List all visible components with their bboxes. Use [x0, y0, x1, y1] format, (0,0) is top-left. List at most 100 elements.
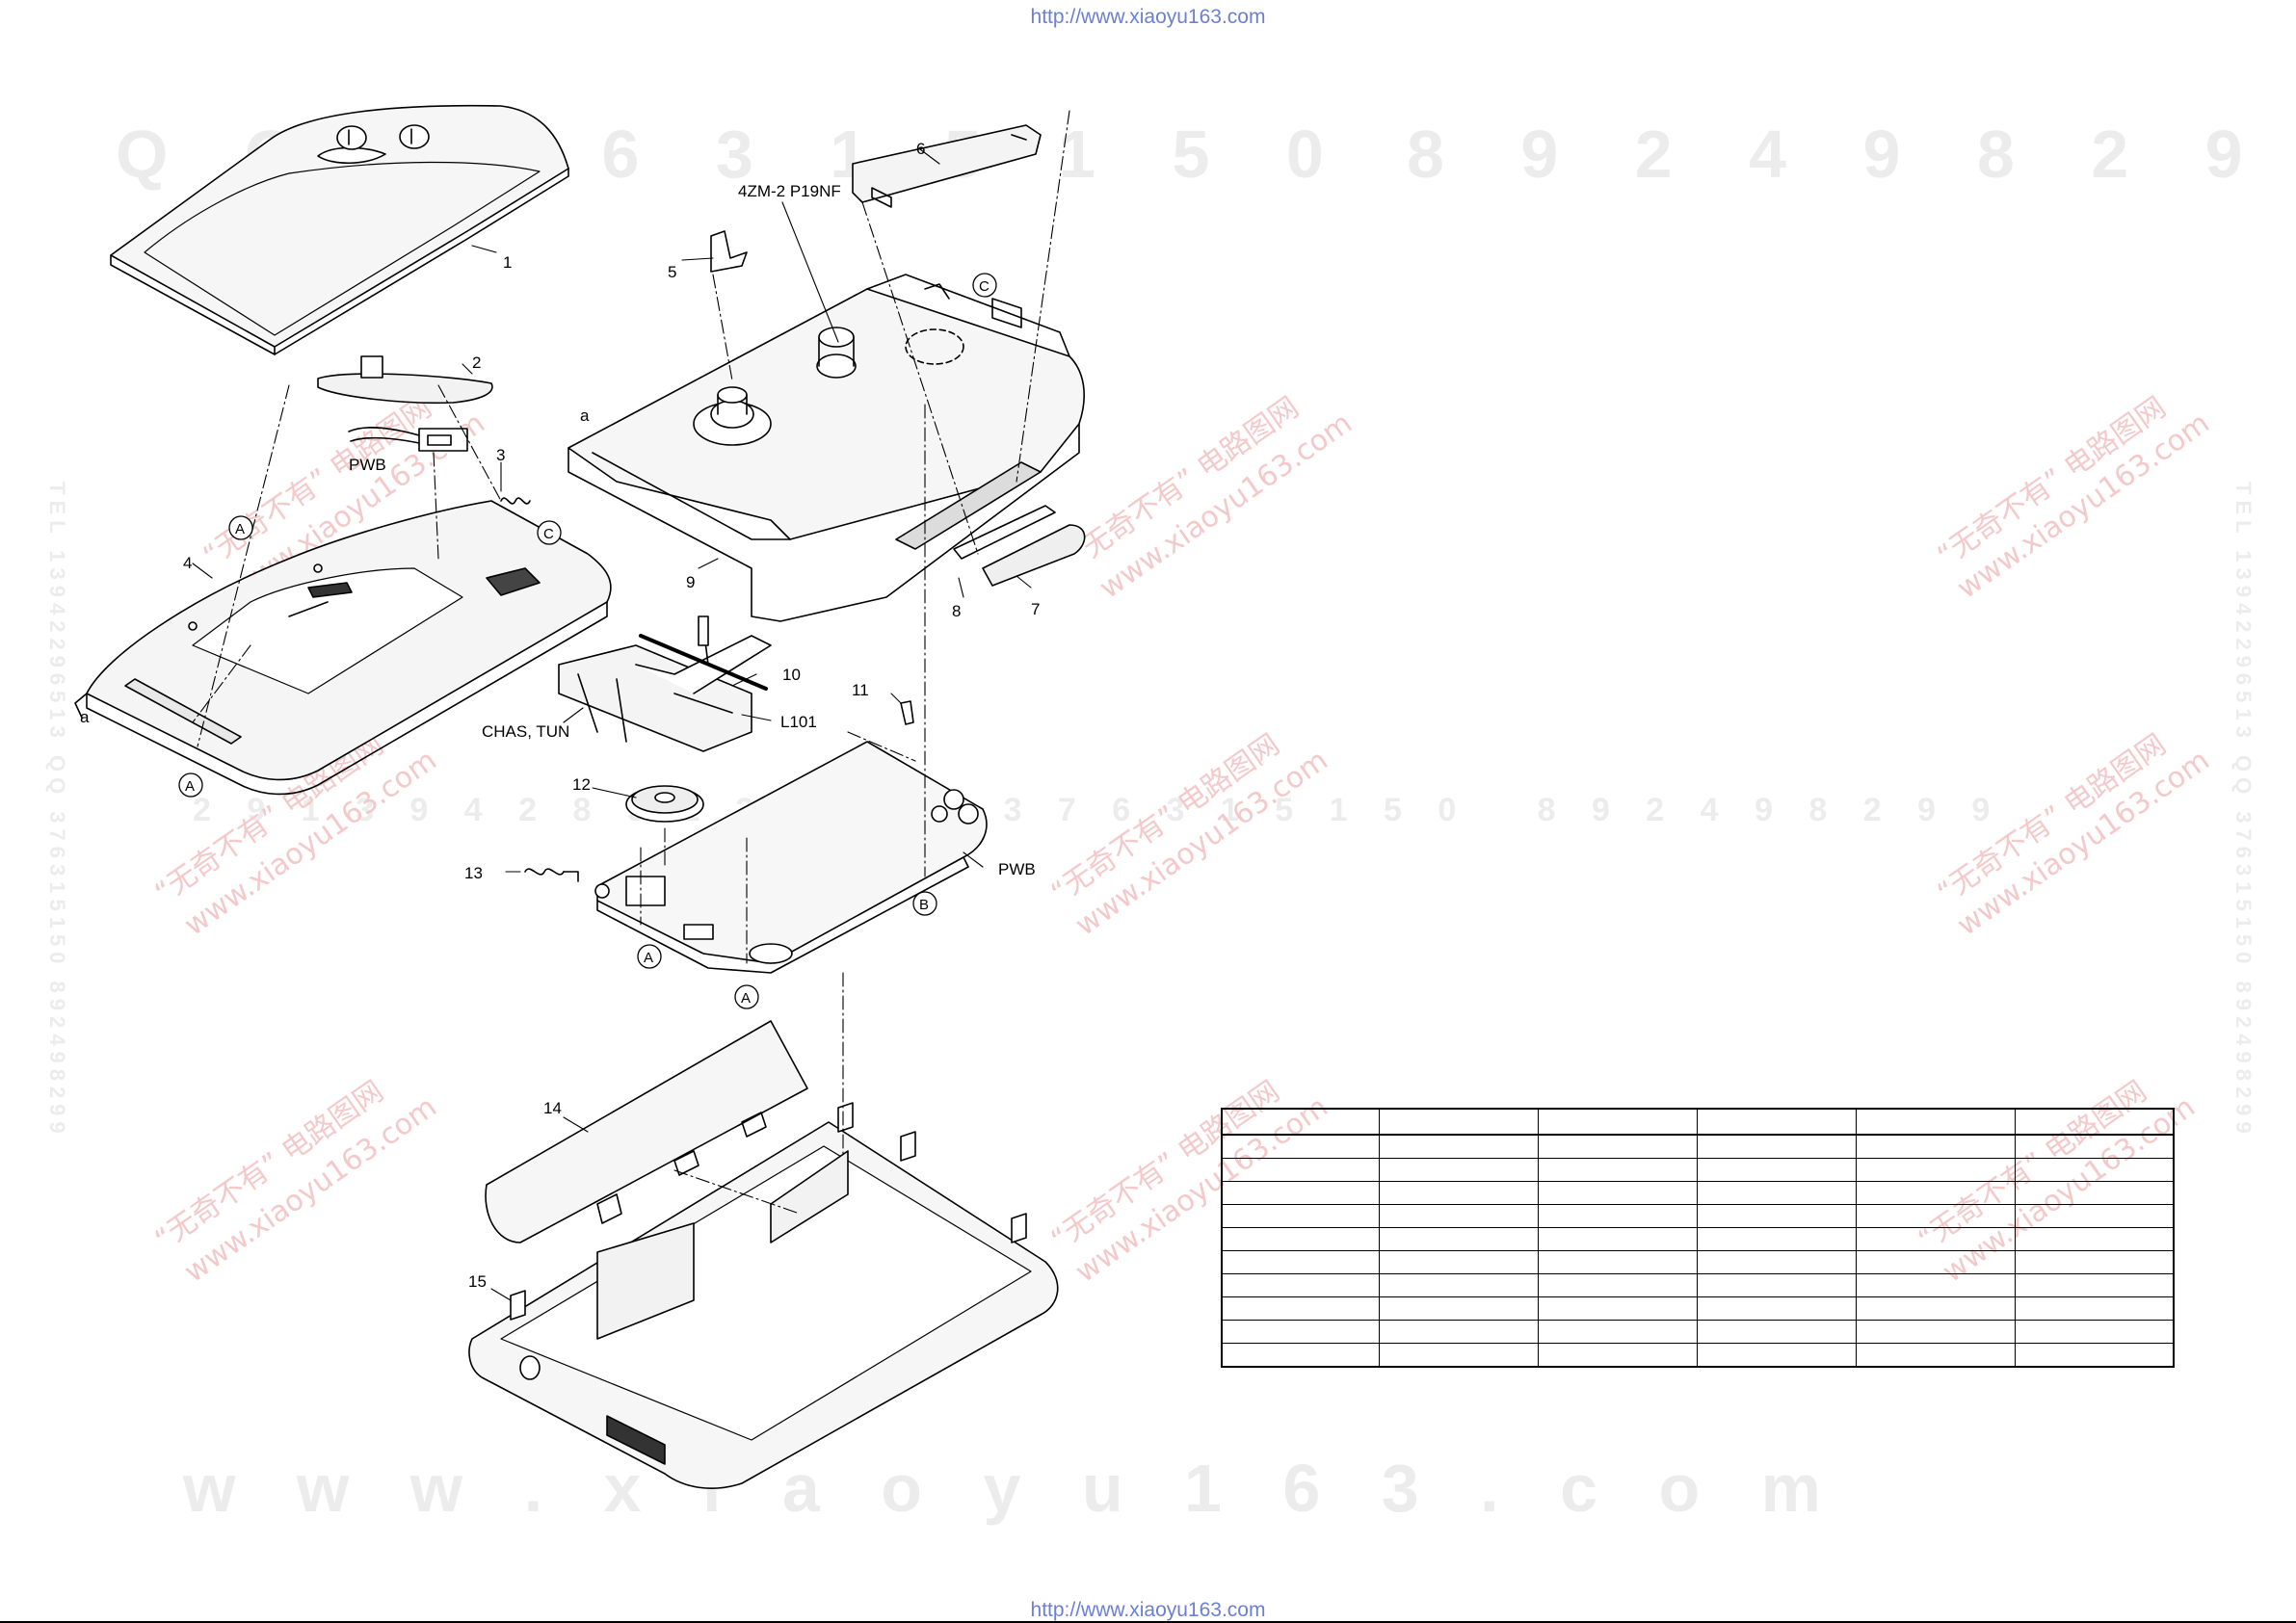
watermark-vertical-right: TEL 13942296513 QQ 376315150 892498299: [2231, 482, 2256, 1139]
table-cell: [1378, 1204, 1539, 1228]
table-cell: [1537, 1273, 1698, 1297]
part-label-12: 12: [572, 775, 591, 794]
circle-c-label-2: C: [979, 278, 990, 295]
table-cell: [2014, 1227, 2175, 1251]
table-cell: [1696, 1158, 1857, 1182]
main-pwb-board: [594, 741, 988, 974]
table-row: [1221, 1158, 2175, 1182]
table-cell: [1696, 1343, 1857, 1368]
table-cell: [1855, 1158, 2016, 1182]
circle-a-label-1: A: [235, 521, 245, 537]
circle-c-label-1: C: [543, 526, 554, 542]
table-cell: [1696, 1320, 1857, 1344]
watermark-row-top-right: 8 9 2 4 9 8 2 9 9: [1407, 117, 2296, 192]
watermark-row-bottom: w w w . x i a o y u 1 6 3 . c o m: [183, 1451, 1842, 1526]
circle-b-label: B: [919, 897, 929, 913]
part-9-main-chassis: [567, 274, 1085, 622]
table-cell: [2014, 1250, 2175, 1274]
table-cell: [1855, 1181, 2016, 1205]
table-header-cell: [1537, 1108, 1698, 1136]
part-label-8: 8: [952, 602, 961, 620]
circle-a-label-3: A: [644, 950, 653, 966]
ref-a-label-lower: a: [80, 708, 90, 726]
table-cell: [1221, 1134, 1380, 1159]
table-header-cell: [1855, 1108, 2016, 1136]
table-cell: [1855, 1343, 2016, 1368]
part-7-slider-knob: [982, 524, 1086, 587]
table-cell: [1537, 1227, 1698, 1251]
table-cell: [1855, 1250, 2016, 1274]
table-cell: [1221, 1250, 1380, 1274]
table-cell: [1855, 1204, 2016, 1228]
table-cell: [1221, 1343, 1380, 1368]
chassis-tuner-label: CHAS, TUN: [482, 722, 569, 741]
table-cell: [1855, 1320, 2016, 1344]
source-url-bottom[interactable]: http://www.xiaoyu163.com: [1030, 1599, 1266, 1621]
part-11-clip: [900, 700, 914, 725]
part-label-4: 4: [183, 554, 192, 572]
table-cell: [1378, 1296, 1539, 1321]
part-14-battery-lid: [485, 1020, 808, 1243]
part-2-button-cap: [317, 355, 493, 405]
table-cell: [2014, 1181, 2175, 1205]
watermark-row-middle: 2 9 1 3 9 4 2 8 5 1 3 Q Q 3 7 6 3 1 5 1 …: [193, 792, 2004, 828]
table-cell: [1696, 1227, 1857, 1251]
part-8-slider-guide: [953, 505, 1056, 560]
table-row: [1221, 1320, 2175, 1344]
table-row: [1221, 1343, 2175, 1368]
table-row: [1221, 1296, 2175, 1321]
table-cell: [2014, 1134, 2175, 1159]
table-header-cell: [2014, 1108, 2175, 1136]
table-cell: [1537, 1250, 1698, 1274]
part-label-5: 5: [668, 263, 676, 281]
part-15-bottom-cabinet: [468, 1102, 1059, 1489]
part-13-spring: [524, 868, 579, 882]
watermark-vertical-left: TEL 13942296513 QQ 376315150 892498299: [45, 482, 69, 1139]
table-cell: [1696, 1181, 1857, 1205]
part-label-14: 14: [543, 1099, 562, 1117]
reference-circles: [178, 273, 997, 1009]
table-cell: [1378, 1181, 1539, 1205]
part-label-15: 15: [468, 1272, 487, 1291]
leader-lines: [192, 148, 1032, 1301]
table-cell: [1696, 1134, 1857, 1159]
ref-a-label-upper: a: [580, 406, 590, 425]
part-12-gear: [625, 785, 704, 823]
table-cell: [1537, 1181, 1698, 1205]
table-cell: [1696, 1204, 1857, 1228]
part-10-tuner-chassis: [558, 615, 772, 752]
table-cell: [2014, 1158, 2175, 1182]
table-cell: [1696, 1250, 1857, 1274]
source-url-top[interactable]: http://www.xiaoyu163.com: [1030, 6, 1266, 28]
table-cell: [1537, 1296, 1698, 1321]
table-cell: [1855, 1134, 2016, 1159]
part-6-slide-plate: [852, 124, 1042, 208]
pwb-lower-label: PWB: [998, 860, 1036, 878]
part-3-spring: [500, 497, 531, 505]
small-pwb-board: [348, 427, 468, 452]
part-1-top-lid: [110, 104, 569, 355]
alignment-guide-lines: [192, 110, 1070, 1215]
table-row: [1221, 1227, 2175, 1251]
table-cell: [1378, 1320, 1539, 1344]
table-cell: [1855, 1296, 2016, 1321]
table-cell: [1378, 1158, 1539, 1182]
table-cell: [1221, 1320, 1380, 1344]
table-cell: [1378, 1134, 1539, 1159]
bottom-rule: [0, 1621, 2296, 1623]
table-cell: [1537, 1134, 1698, 1159]
table-row: [1221, 1204, 2175, 1228]
table-header-row: [1221, 1108, 2175, 1136]
table-cell: [1855, 1273, 2016, 1297]
table-row: [1221, 1181, 2175, 1205]
table-cell: [2014, 1343, 2175, 1368]
table-header-cell: [1221, 1108, 1380, 1136]
table-body: [1221, 1134, 2175, 1368]
table-cell: [1696, 1296, 1857, 1321]
pickup-model-label: 4ZM-2 P19NF: [738, 182, 841, 200]
circle-a-label-4: A: [741, 990, 751, 1007]
pwb-upper-label: PWB: [349, 456, 386, 474]
table-row: [1221, 1134, 2175, 1159]
